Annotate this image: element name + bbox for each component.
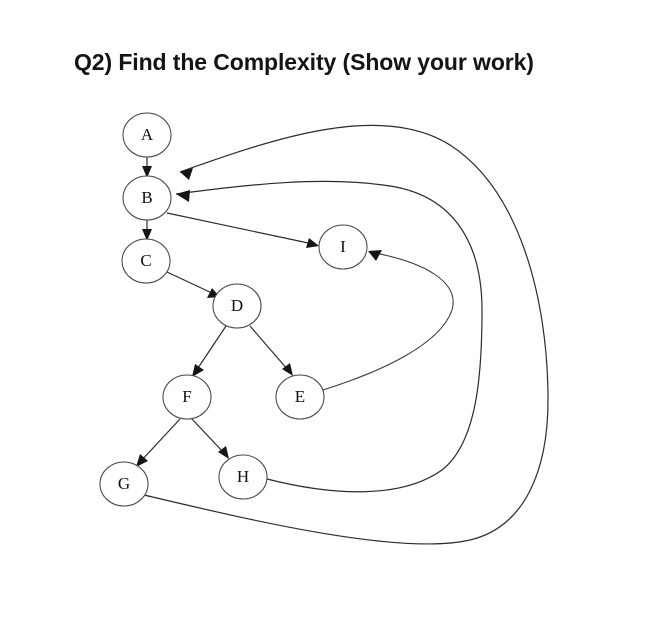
edge-d-to-e [249,325,293,376]
graph-node-b[interactable]: B [122,175,172,221]
node-label-f: F [182,387,191,406]
graph-node-a[interactable]: A [122,112,172,158]
edge-f-to-h [191,418,229,459]
node-label-e: E [295,387,305,406]
node-label-d: D [231,296,243,315]
node-label-h: H [237,467,249,486]
edge-f-to-g [136,418,181,467]
node-circle-i [318,224,368,270]
arrow-head-b-i [306,238,319,248]
node-label-a: A [141,125,154,144]
node-circle-c [121,238,171,284]
node-label-b: B [141,188,152,207]
edge-d-to-f [192,325,227,377]
node-label-g: G [118,474,130,493]
node-circle-a [122,112,172,158]
graph-node-e[interactable]: E [275,374,325,420]
graph-node-i[interactable]: I [318,224,368,270]
edge-e-to-i [322,250,454,391]
graph-node-d[interactable]: D [212,283,262,329]
graph-node-c[interactable]: C [121,238,171,284]
node-circle-g [99,461,149,507]
arrow-head-d-f [192,364,204,377]
edge-g-to-b [143,124,549,545]
node-label-i: I [340,237,346,256]
arrow-head-d-e [282,363,293,376]
arrow-head-a-b [142,166,152,178]
arrow-head-e-i [368,250,382,261]
arrow-head-b-c [142,229,152,241]
page-title: Q2) Find the Complexity (Show your work) [74,49,534,75]
graph-node-h[interactable]: H [218,454,268,500]
graph-node-f[interactable]: F [162,374,212,420]
node-circle-h [218,454,268,500]
node-circle-d [212,283,262,329]
node-circle-f [162,374,212,420]
arrow-head-f-g [136,454,148,467]
arrow-head-g-b [180,168,193,180]
node-label-c: C [140,251,151,270]
node-circle-e [275,374,325,420]
edge-a-to-b [142,157,152,178]
arrow-head-f-h [218,446,229,459]
graph-node-g[interactable]: G [99,461,149,507]
edge-h-to-b [175,180,483,493]
node-circle-b [122,175,172,221]
edge-b-to-c [142,220,152,241]
edge-c-to-d [166,271,220,298]
arrow-head-h-b [176,190,190,202]
edge-b-to-i [166,212,319,248]
